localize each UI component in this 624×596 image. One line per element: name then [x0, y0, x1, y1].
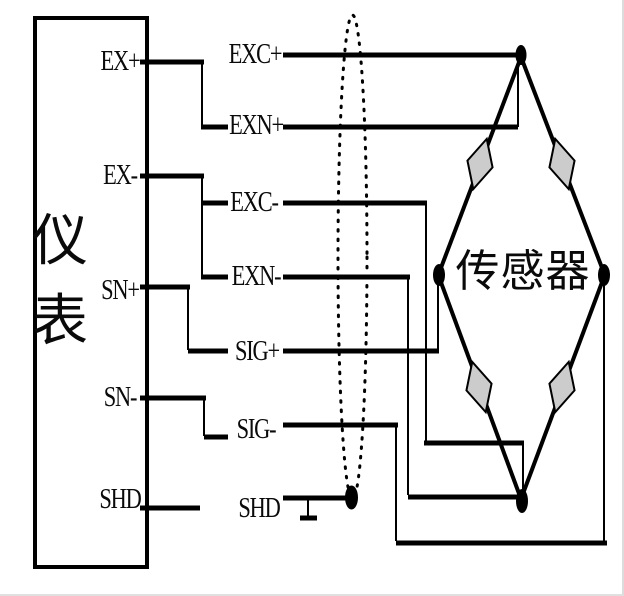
terminal-label-shd: SHD	[99, 484, 141, 515]
node-bottom	[516, 489, 528, 513]
instrument-title: 仪表	[32, 211, 88, 353]
gauge-bottom-right	[548, 359, 576, 415]
terminal-label-ex-plus: EX+	[100, 46, 141, 77]
cable-shield-ellipse-icon	[336, 13, 369, 501]
terminal-label-sn-minus: SN-	[103, 382, 138, 413]
wire-sig-minus	[140, 280, 607, 546]
cable-label-sig-minus: SIG-	[236, 414, 277, 445]
cable-label-exc-minus: EXC-	[230, 187, 279, 218]
wire-exn-minus	[201, 274, 519, 500]
instrument-box	[33, 16, 149, 569]
gauge-top-right	[548, 136, 576, 192]
cable-shield-node	[345, 485, 358, 510]
wire-exc-minus	[140, 173, 524, 497]
wire-shield	[140, 495, 350, 511]
wire-sig-plus	[140, 280, 439, 354]
cable-label-exn-plus: EXN+	[229, 110, 284, 141]
strain-gauges	[465, 136, 576, 415]
wire-exc-plus	[140, 52, 519, 127]
cable-label-shd: SHD	[238, 493, 280, 524]
cable-label-sig-plus: SIG+	[235, 336, 280, 367]
sensor-label: 传感器	[455, 247, 591, 296]
gauge-bottom-left	[465, 359, 493, 415]
bridge-nodes	[433, 45, 610, 513]
cable-label-exc-plus: EXC+	[228, 39, 283, 70]
node-left	[433, 264, 445, 286]
cable-label-exn-minus: EXN-	[231, 261, 282, 292]
node-right	[598, 264, 610, 286]
terminal-label-sn-plus: SN+	[101, 275, 140, 306]
node-top	[515, 45, 527, 65]
gauge-top-left	[466, 136, 494, 192]
ground-icon	[300, 498, 317, 521]
terminal-label-ex-minus: EX-	[103, 160, 138, 191]
